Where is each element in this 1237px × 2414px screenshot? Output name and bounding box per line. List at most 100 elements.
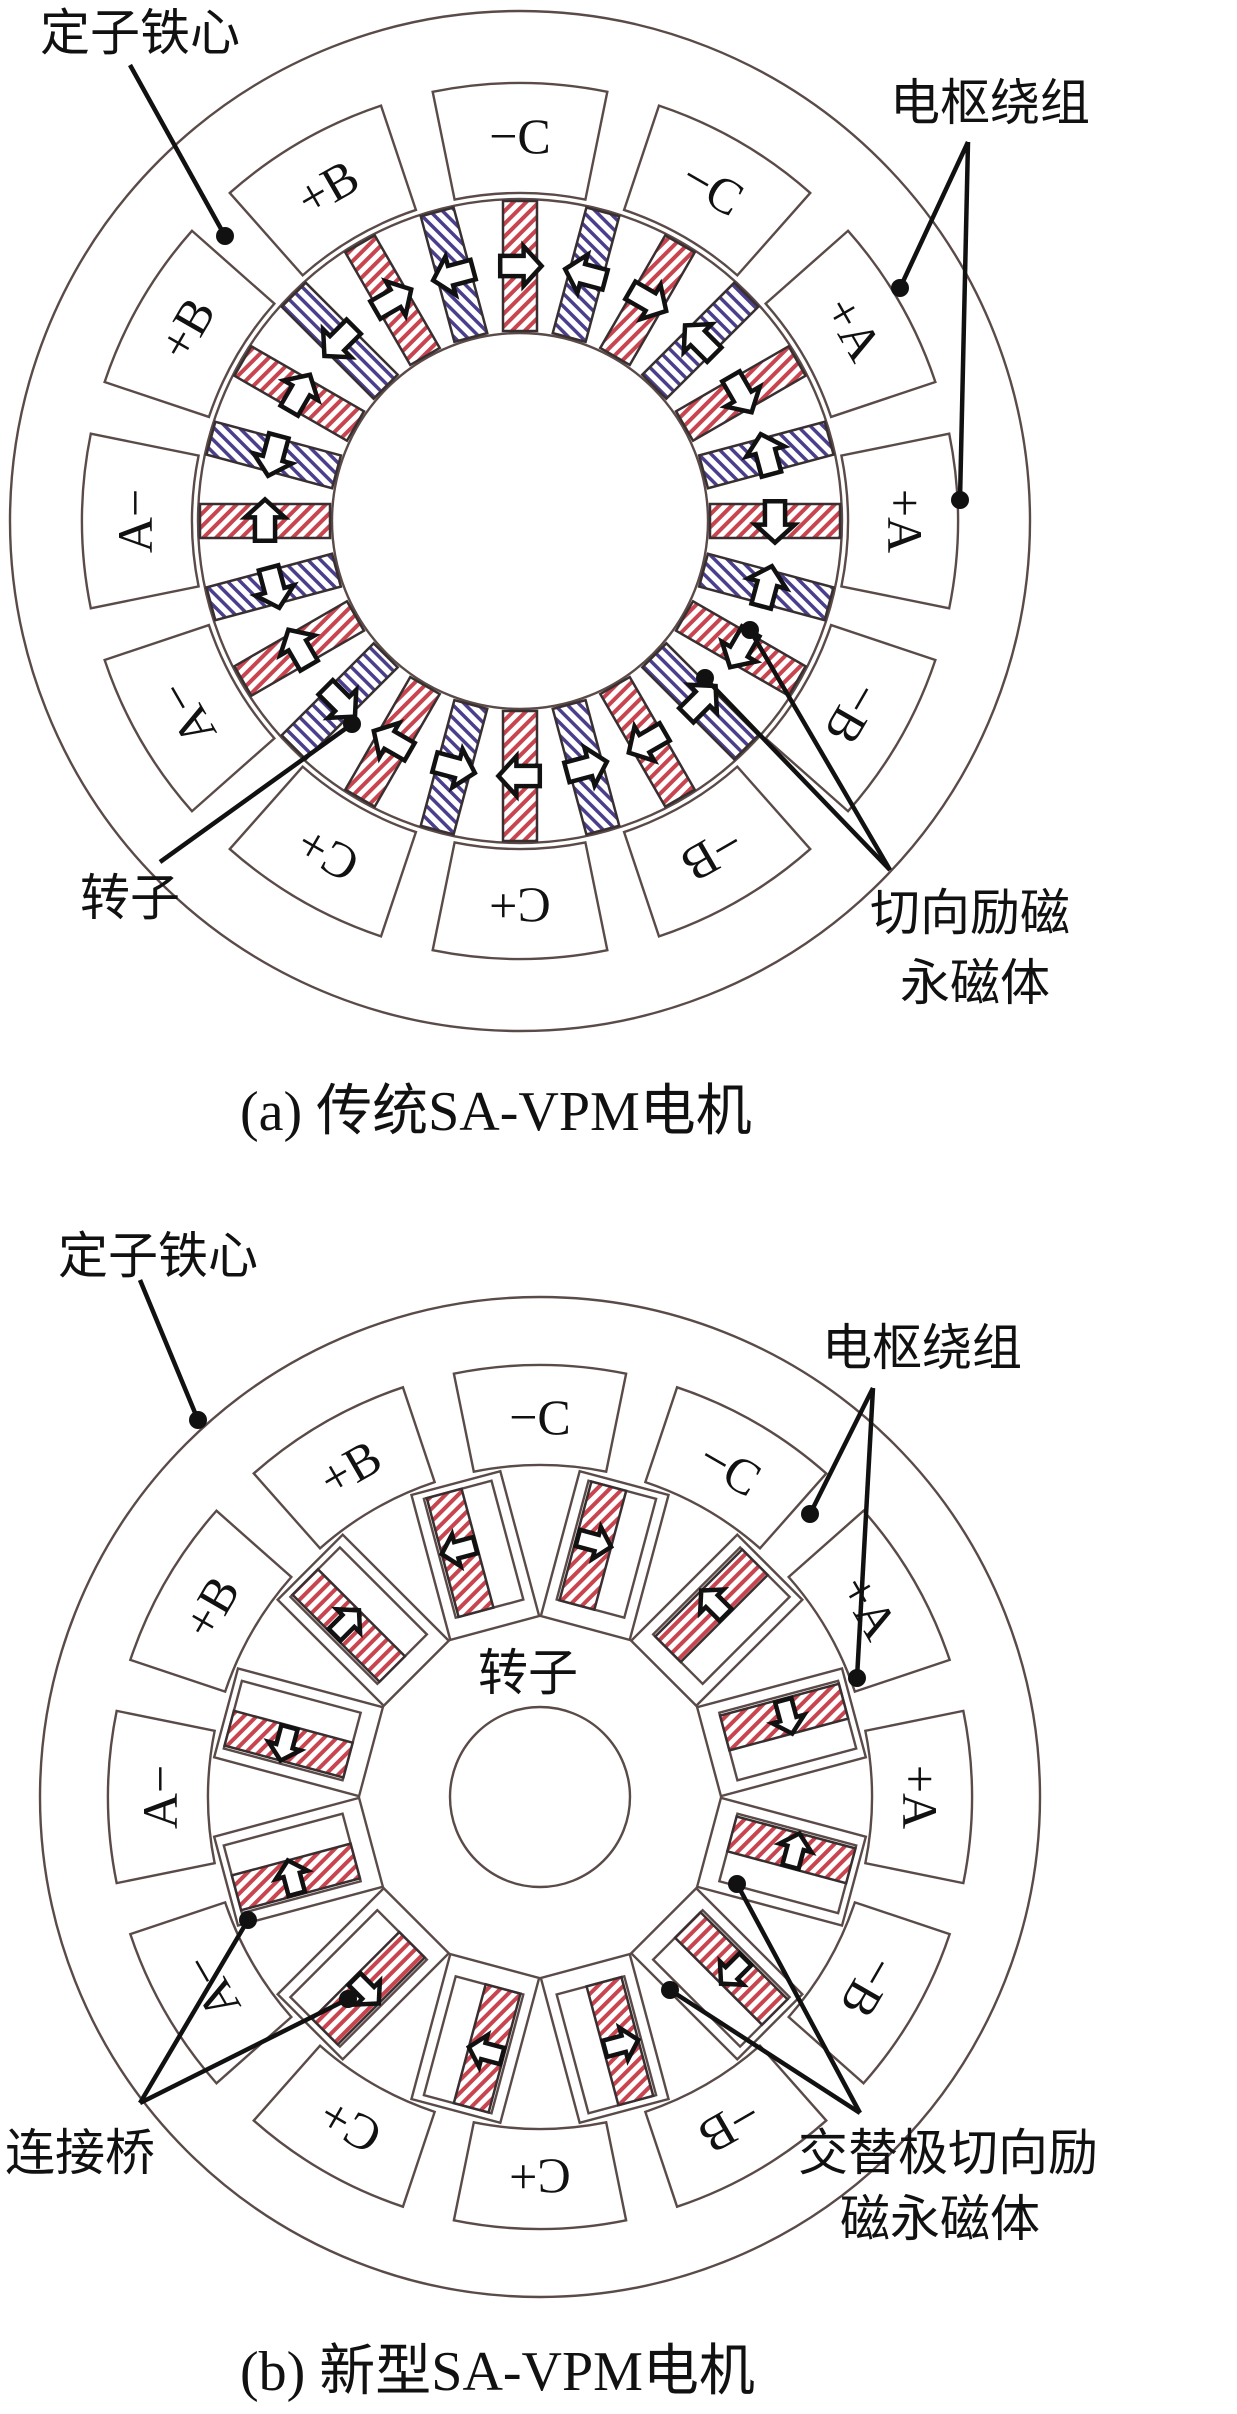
armature-coil-slot	[452, 2120, 628, 2231]
callout-stator-core-a: 定子铁心	[40, 5, 240, 61]
armature-coil-slot	[763, 229, 937, 419]
magnetization-arrow-icon	[622, 278, 669, 324]
magnetization-arrow-icon	[626, 720, 673, 765]
magnet-red	[653, 1547, 770, 1664]
callout-cp-pm-b-line2: 磁永磁体	[840, 2191, 1040, 2247]
coil-label: −C	[509, 1389, 571, 1445]
magnetization-arrow-icon	[741, 431, 791, 480]
magnet-red	[223, 1709, 355, 1779]
magnetization-arrow-icon	[717, 1950, 755, 1988]
callout-tangential-pm-a-line2: 永磁体	[900, 955, 1050, 1011]
magnetization-arrow-icon	[325, 1606, 363, 1644]
magnetization-arrow-icon	[676, 682, 720, 726]
armature-coil-slot	[103, 229, 277, 419]
magnet-red	[452, 1982, 522, 2114]
coil-label: C+	[509, 2149, 571, 2205]
armature-coil-slot	[643, 2043, 828, 2209]
coil-label: A−	[107, 489, 163, 553]
magnetization-arrow-icon	[697, 1586, 735, 1625]
callout-stator-core-b: 定子铁心	[58, 1228, 258, 1284]
armature-coils-b	[106, 1363, 974, 2231]
coil-label: +A	[877, 489, 933, 553]
magnetization-arrow-icon	[572, 1520, 615, 1564]
magnetization-arrow-icon	[429, 742, 478, 793]
magnet-red	[230, 1842, 362, 1912]
armature-coil-slot	[80, 432, 200, 610]
coil-label: −C	[489, 108, 551, 164]
armature-coil-slot	[128, 1509, 294, 1694]
armature-coil-slot	[228, 104, 418, 278]
caption-a: (a) 传统SA-VPM电机	[240, 1081, 752, 1143]
magnets-a	[198, 199, 842, 843]
magnetization-arrow-icon	[561, 742, 610, 792]
armature-coil-slot	[431, 841, 609, 961]
caption-b: (b) 新型SA-VPM电机	[240, 2341, 755, 2403]
magnetization-arrow-icon	[495, 750, 543, 802]
magnetization-arrow-icon	[315, 677, 359, 721]
magnetization-arrow-icon	[263, 1722, 307, 1764]
armature-coil-slot	[622, 764, 812, 938]
magnetization-arrow-icon	[248, 430, 299, 479]
armature-coil-slot	[786, 1900, 952, 2085]
rotor-inner-bore	[330, 331, 710, 711]
callout-cp-pm-b-line1: 交替极切向励	[798, 2125, 1098, 2181]
armature-coil-slot	[252, 2043, 437, 2209]
magnetization-arrow-icon	[749, 498, 801, 546]
magnetization-arrow-icon	[270, 1857, 314, 1899]
armature-coil-slot	[840, 432, 960, 610]
armature-coil-slot	[452, 1363, 628, 1474]
magnet-red	[310, 1930, 427, 2047]
armature-coil-slot	[786, 1509, 952, 1694]
armature-coil-slot	[228, 764, 418, 938]
magnet-red	[558, 1480, 628, 1612]
magnetization-arrow-icon	[599, 2022, 642, 2066]
armature-coil-slot	[431, 81, 609, 201]
magnet-red	[673, 1910, 790, 2027]
armature-coil-slot	[106, 1709, 217, 1885]
armature-coil-slot	[103, 623, 277, 813]
magnets-b	[223, 1480, 857, 2114]
magnetization-arrow-icon	[249, 562, 299, 611]
magnetization-arrow-icon	[239, 496, 291, 544]
magnet-red	[718, 1682, 850, 1752]
coil-label: C+	[489, 878, 551, 934]
magnetization-arrow-icon	[497, 240, 545, 292]
armature-coil-slot	[763, 623, 937, 813]
magnetization-arrow-icon	[562, 249, 611, 300]
magnet-red	[725, 1815, 857, 1885]
armature-coils-a	[80, 81, 960, 961]
armature-coil-slot	[622, 104, 812, 278]
magnetization-arrow-icon	[320, 316, 364, 360]
callout-leaders-a	[128, 63, 971, 872]
figure-b-new-motor: −C−C+A+A−B−BC+C+A−A−+B+B 定子铁心 电枢绕组 转子 连接…	[5, 1228, 1098, 2403]
magnet-red	[585, 1975, 655, 2107]
callout-bridge-b: 连接桥	[5, 2125, 155, 2181]
magnetization-arrow-icon	[367, 277, 414, 322]
callout-tangential-pm-a-line1: 切向励磁	[870, 885, 1070, 941]
magnetization-arrow-icon	[371, 718, 418, 764]
magnet-red	[290, 1567, 407, 1684]
armature-coil-slot	[863, 1709, 974, 1885]
shaft-bore	[448, 1705, 632, 1889]
magnetization-arrow-icon	[277, 372, 323, 419]
magnetization-arrow-icon	[741, 563, 792, 612]
callout-rotor-b: 转子	[478, 1645, 578, 1701]
armature-coil-slot	[643, 1385, 828, 1551]
callout-leaders-b	[137, 1279, 876, 2115]
coil-label: +A	[892, 1765, 948, 1829]
magnetization-arrow-icon	[465, 2030, 508, 2074]
magnetization-arrow-icon	[276, 627, 321, 674]
magnetization-arrow-icon	[719, 368, 764, 415]
figure-a-traditional-motor: −C−C+A+A−B−BC+C+A−A−+B+B 定子铁心 电枢绕组 转子 切向…	[8, 5, 1090, 1143]
callout-armature-winding-b: 电枢绕组	[822, 1320, 1022, 1376]
magnetization-arrow-icon	[773, 1830, 817, 1872]
magnet-red	[425, 1487, 495, 1619]
callout-rotor-a: 转子	[80, 870, 180, 926]
magnetization-arrow-icon	[345, 1969, 383, 2008]
coil-label: A−	[132, 1765, 188, 1829]
armature-coil-slot	[252, 1385, 437, 1551]
magnetization-arrow-icon	[766, 1695, 810, 1737]
magnetization-arrow-icon	[681, 321, 725, 365]
callout-armature-winding-a: 电枢绕组	[890, 75, 1090, 131]
